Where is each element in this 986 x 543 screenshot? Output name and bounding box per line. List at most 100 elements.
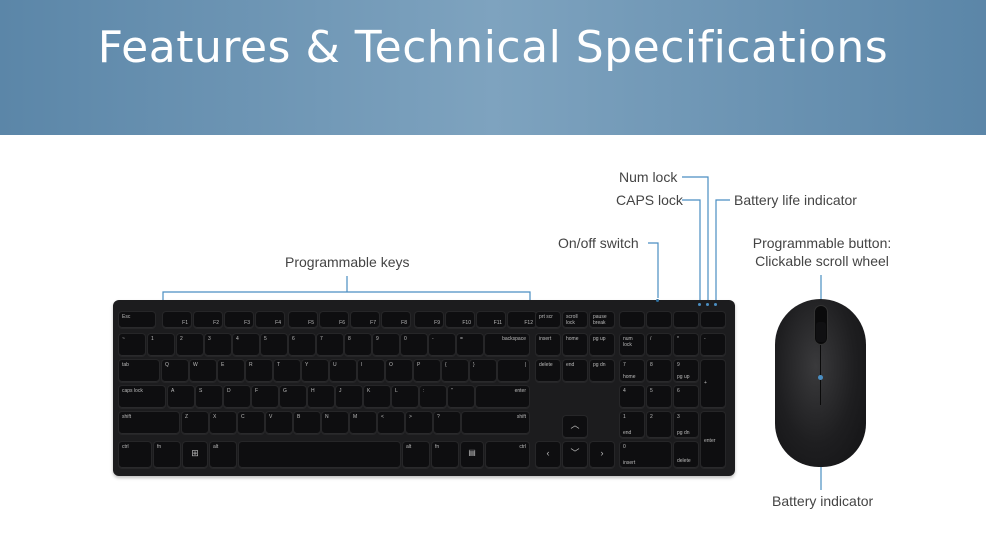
key-arrow-down[interactable]: ﹀ bbox=[563, 442, 587, 468]
key-f4[interactable]: F4 bbox=[256, 312, 284, 328]
key-f5[interactable]: F5 bbox=[289, 312, 317, 328]
key-page-down[interactable]: pg dn bbox=[590, 360, 614, 382]
on-off-switch[interactable] bbox=[656, 299, 659, 302]
key-arrow-up[interactable]: ︿ bbox=[563, 416, 587, 438]
key-right-shift[interactable]: shift bbox=[462, 412, 529, 434]
key-quote[interactable]: " bbox=[448, 386, 474, 408]
key-f1[interactable]: F1 bbox=[163, 312, 191, 328]
key-arrow-left[interactable]: ‹ bbox=[536, 442, 560, 468]
key-period[interactable]: > bbox=[406, 412, 432, 434]
key-colon[interactable]: : bbox=[420, 386, 446, 408]
key-b[interactable]: B bbox=[294, 412, 320, 434]
key-arrow-right[interactable]: › bbox=[590, 442, 614, 468]
key-l[interactable]: L bbox=[392, 386, 418, 408]
key-prt-scr[interactable]: prt scr bbox=[536, 312, 560, 328]
key-spacebar[interactable] bbox=[239, 442, 400, 468]
key-left-alt[interactable]: alt bbox=[210, 442, 236, 468]
key-tilde[interactable]: ~ bbox=[119, 334, 145, 356]
key-9[interactable]: 9 bbox=[373, 334, 399, 356]
key-page-up[interactable]: pg up bbox=[590, 334, 614, 356]
key-f6[interactable]: F6 bbox=[320, 312, 348, 328]
key-r[interactable]: R bbox=[246, 360, 272, 382]
key-5[interactable]: 5 bbox=[261, 334, 287, 356]
key-8[interactable]: 8 bbox=[345, 334, 371, 356]
key-z[interactable]: Z bbox=[182, 412, 208, 434]
key-6[interactable]: 6 bbox=[289, 334, 315, 356]
key-delete[interactable]: delete bbox=[536, 360, 560, 382]
key-7[interactable]: 7 bbox=[317, 334, 343, 356]
key-comma[interactable]: < bbox=[378, 412, 404, 434]
key-num-8[interactable]: 8 bbox=[647, 360, 671, 382]
key-num-plus[interactable]: + bbox=[701, 360, 725, 408]
key-p[interactable]: P bbox=[414, 360, 440, 382]
key-caps-lock[interactable]: caps lock bbox=[119, 386, 165, 408]
key-backslash[interactable]: | bbox=[498, 360, 529, 382]
key-f7[interactable]: F7 bbox=[351, 312, 379, 328]
key-d[interactable]: D bbox=[224, 386, 250, 408]
key-programmable-3[interactable] bbox=[701, 312, 725, 328]
key-i[interactable]: I bbox=[358, 360, 384, 382]
key-t[interactable]: T bbox=[274, 360, 300, 382]
key-0[interactable]: 0 bbox=[401, 334, 427, 356]
key-left-ctrl[interactable]: ctrl bbox=[119, 442, 151, 468]
key-num-4[interactable]: 4 bbox=[620, 386, 644, 408]
key-s[interactable]: S bbox=[196, 386, 222, 408]
key-close-bracket[interactable]: } bbox=[470, 360, 496, 382]
key-x[interactable]: X bbox=[210, 412, 236, 434]
key-f[interactable]: F bbox=[252, 386, 278, 408]
key-2[interactable]: 2 bbox=[177, 334, 203, 356]
key-num-enter[interactable]: enter bbox=[701, 412, 725, 468]
key-num-multiply[interactable]: * bbox=[674, 334, 698, 356]
key-4[interactable]: 4 bbox=[233, 334, 259, 356]
key-programmable-2[interactable] bbox=[674, 312, 698, 328]
key-insert[interactable]: insert bbox=[536, 334, 560, 356]
programmable-button[interactable] bbox=[816, 322, 826, 342]
key-n[interactable]: N bbox=[322, 412, 348, 434]
key-minus[interactable]: - bbox=[429, 334, 455, 356]
key-h[interactable]: H bbox=[308, 386, 334, 408]
key-right-ctrl[interactable]: ctrl bbox=[486, 442, 529, 468]
key-slash[interactable]: ? bbox=[434, 412, 460, 434]
key-num-5[interactable]: 5 bbox=[647, 386, 671, 408]
key-k[interactable]: K bbox=[364, 386, 390, 408]
key-u[interactable]: U bbox=[330, 360, 356, 382]
key-w[interactable]: W bbox=[190, 360, 216, 382]
key-f10[interactable]: F10 bbox=[446, 312, 474, 328]
key-num-2[interactable]: 2 bbox=[647, 412, 671, 438]
key-pause-break[interactable]: pause break bbox=[590, 312, 614, 328]
key-backspace[interactable]: backspace bbox=[485, 334, 529, 356]
key-right-alt[interactable]: alt bbox=[403, 442, 429, 468]
key-tab[interactable]: tab bbox=[119, 360, 159, 382]
key-1[interactable]: 1 bbox=[148, 334, 174, 356]
key-f3[interactable]: F3 bbox=[225, 312, 253, 328]
key-y[interactable]: Y bbox=[302, 360, 328, 382]
key-f2[interactable]: F2 bbox=[194, 312, 222, 328]
key-menu[interactable]: ▤ bbox=[461, 442, 483, 468]
key-num-6[interactable]: 6 bbox=[674, 386, 698, 408]
key-o[interactable]: O bbox=[386, 360, 412, 382]
key-end[interactable]: end bbox=[563, 360, 587, 382]
key-right-fn[interactable]: fn bbox=[432, 442, 458, 468]
key-home[interactable]: home bbox=[563, 334, 587, 356]
key-num-delete[interactable]: delete bbox=[674, 442, 698, 468]
key-scroll-lock[interactable]: scroll lock bbox=[563, 312, 587, 328]
key-calculator[interactable] bbox=[620, 312, 644, 328]
key-esc[interactable]: Esc bbox=[119, 312, 155, 328]
key-num-divide[interactable]: / bbox=[647, 334, 671, 356]
key-j[interactable]: J bbox=[336, 386, 362, 408]
key-left-shift[interactable]: shift bbox=[119, 412, 179, 434]
key-equals[interactable]: = bbox=[457, 334, 483, 356]
key-a[interactable]: A bbox=[168, 386, 194, 408]
key-num-minus[interactable]: - bbox=[701, 334, 725, 356]
key-open-bracket[interactable]: { bbox=[442, 360, 468, 382]
key-c[interactable]: C bbox=[238, 412, 264, 434]
key-v[interactable]: V bbox=[266, 412, 292, 434]
key-f12[interactable]: F12 bbox=[508, 312, 536, 328]
key-f11[interactable]: F11 bbox=[477, 312, 505, 328]
key-m[interactable]: M bbox=[350, 412, 376, 434]
